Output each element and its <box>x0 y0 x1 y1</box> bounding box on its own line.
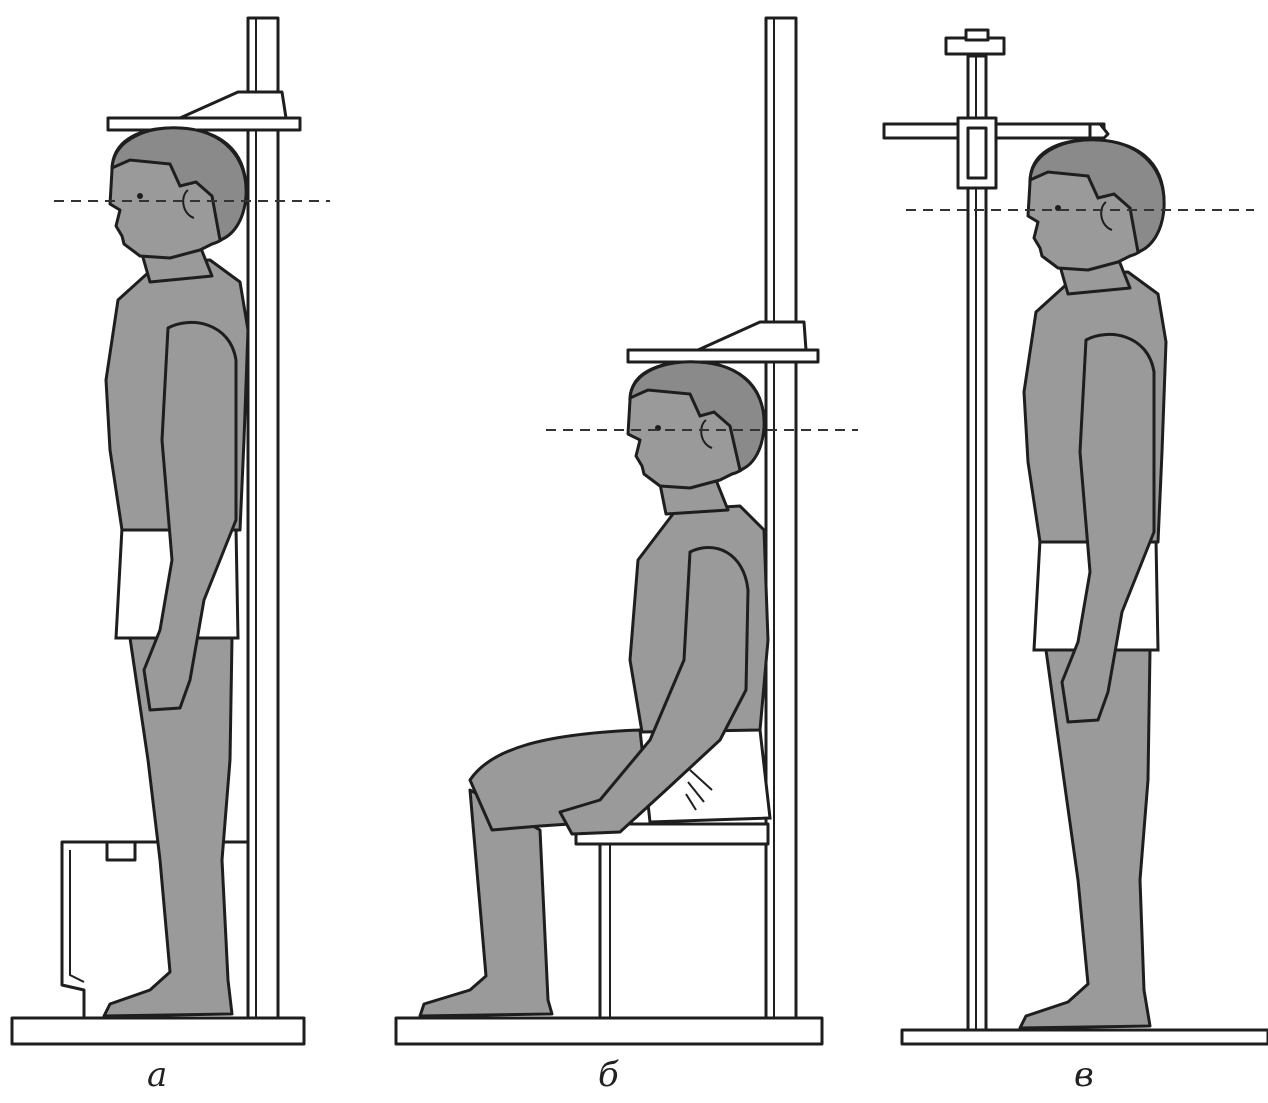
caption-a: а <box>147 1058 167 1092</box>
caption-v: в <box>1074 1058 1094 1092</box>
panel-b-head-plate <box>628 322 818 362</box>
panel-b-vertical-post <box>766 18 796 1018</box>
panel-a-standing-stadiometer <box>12 18 330 1044</box>
panel-a-vertical-post <box>248 18 278 1018</box>
panel-b-sitting-stadiometer <box>396 18 858 1044</box>
panel-v-anthropometer <box>884 30 1268 1044</box>
panel-v-person <box>1020 140 1166 1028</box>
panel-b-bench <box>576 824 768 1018</box>
panel-a-base-platform <box>12 1018 304 1044</box>
panel-b-base-platform <box>396 1018 822 1044</box>
caption-b: б <box>598 1058 619 1092</box>
panel-a-head-plate <box>108 92 300 130</box>
panel-v-base-platform <box>902 1030 1268 1044</box>
